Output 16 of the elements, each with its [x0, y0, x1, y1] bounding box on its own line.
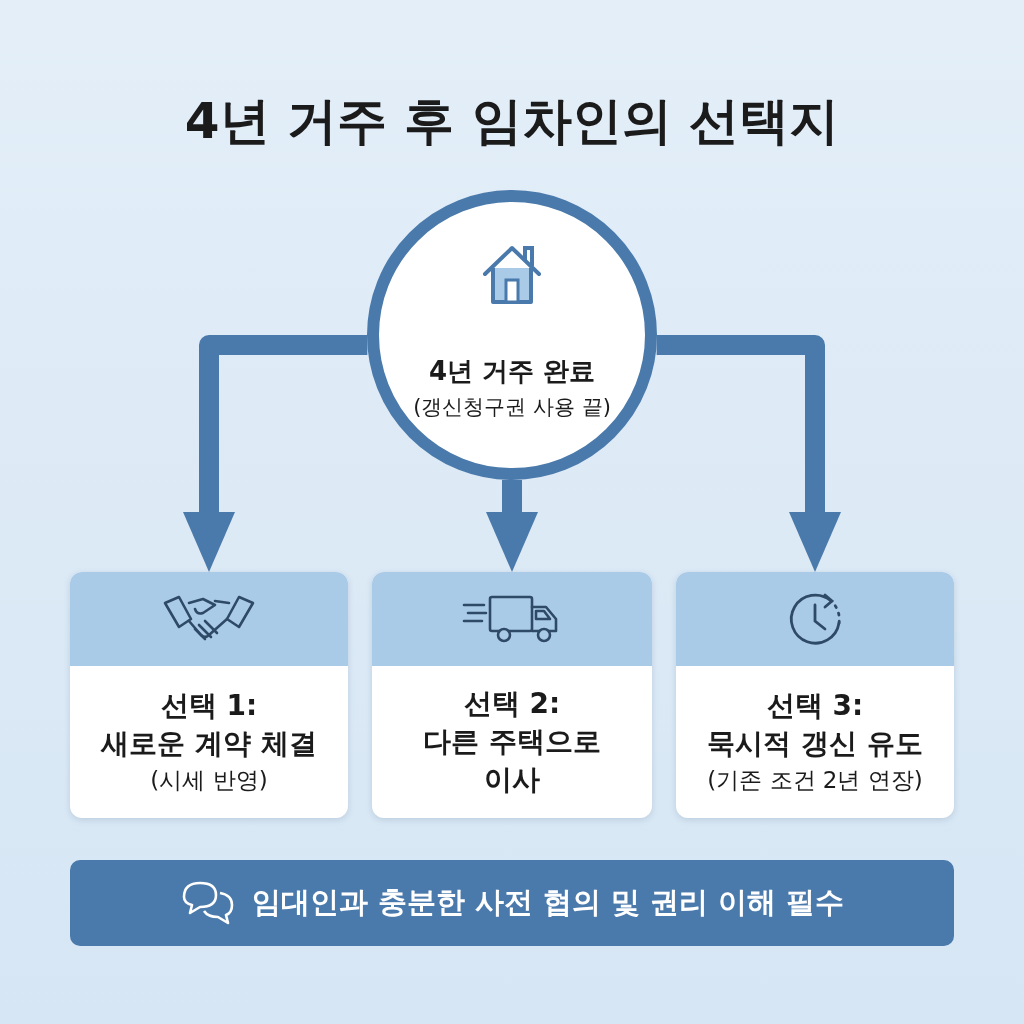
arrow	[486, 480, 538, 572]
option-heading: 선택 1: 새로운 계약 체결	[99, 688, 318, 762]
note-text: 임대인과 충분한 사전 협의 및 권리 이해 필수	[251, 884, 845, 921]
note-banner	[70, 860, 954, 946]
arrow	[183, 335, 368, 572]
node-heading: 4년 거주 완료	[428, 355, 596, 388]
option-note: (기존 조건 2년 연장)	[707, 766, 923, 795]
node-subtext: (갱신청구권 사용 끝)	[413, 394, 611, 421]
option-heading: 선택 3: 묵시적 갱신 유도	[706, 688, 924, 762]
option-card	[676, 572, 954, 818]
title: 4년 거주 후 임차인의 선택지	[183, 91, 841, 152]
option-card	[372, 572, 652, 818]
option-heading: 선택 2: 다른 주택으로 이사	[422, 686, 602, 798]
arrow	[656, 335, 841, 572]
option-card	[70, 572, 348, 818]
option-note: (시세 반영)	[150, 766, 268, 795]
